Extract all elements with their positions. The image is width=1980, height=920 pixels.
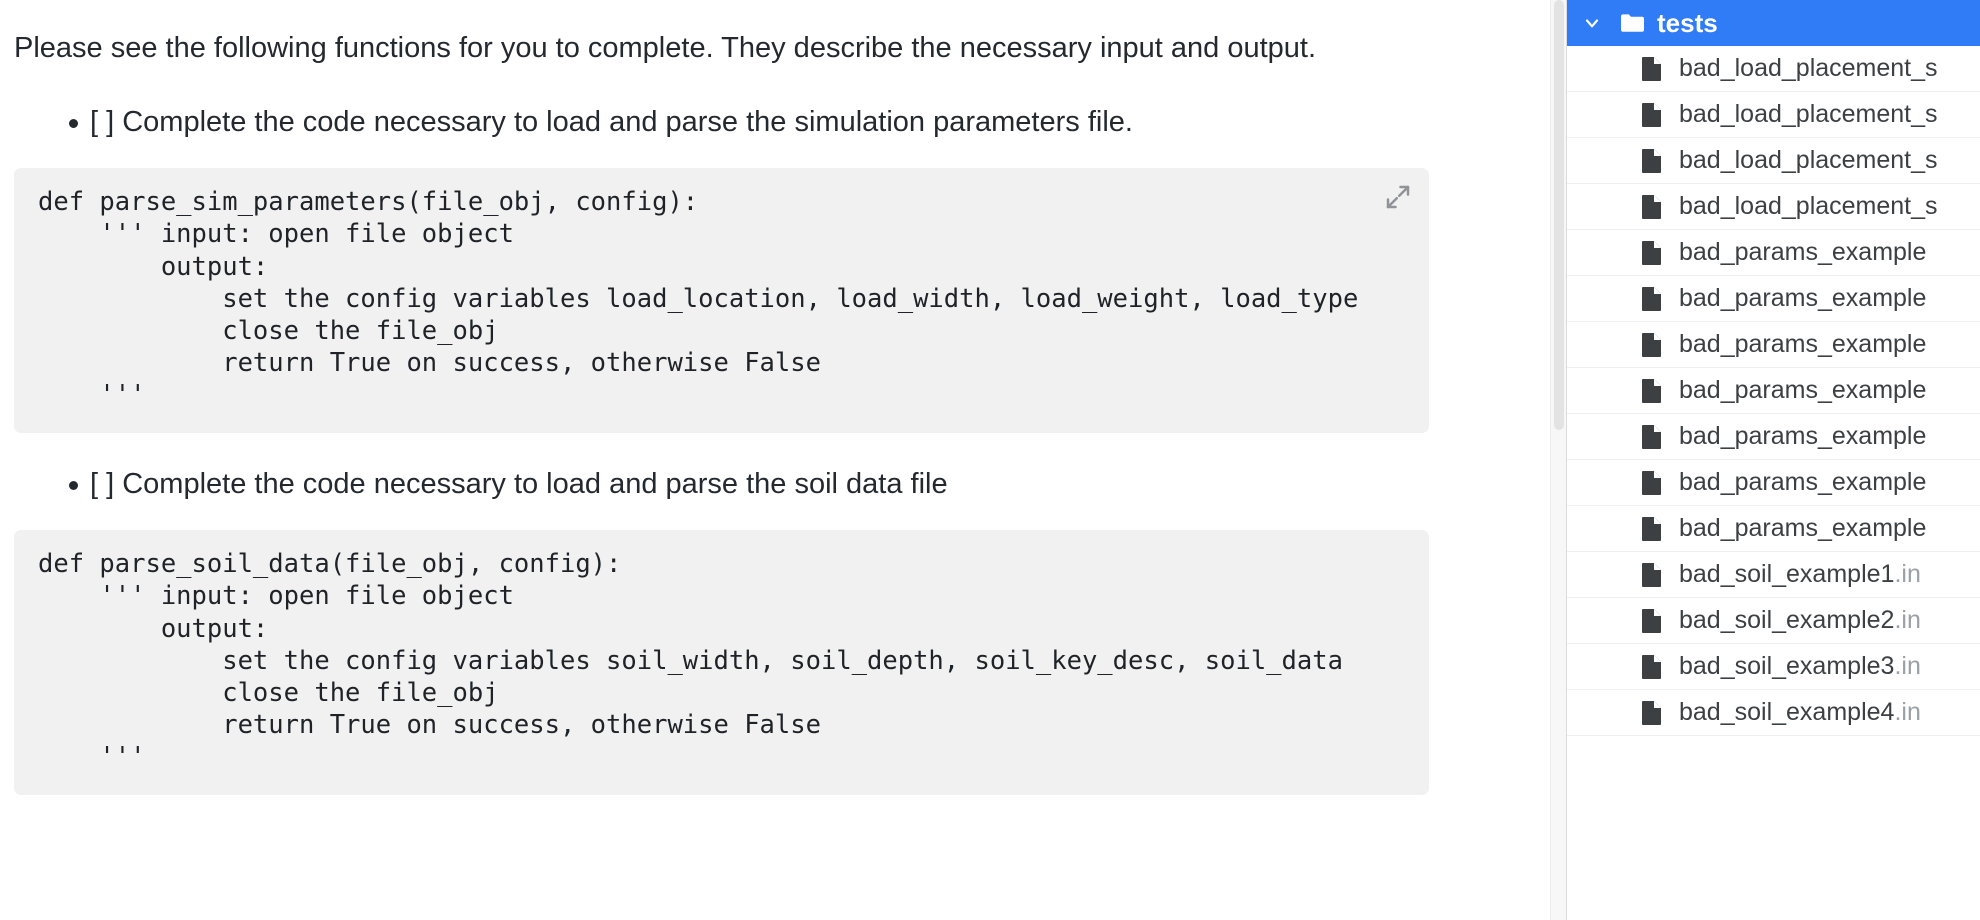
file-row[interactable]: bad_soil_example1.in: [1567, 552, 1980, 598]
code-block-parse-soil-data: def parse_soil_data(file_obj, config): '…: [14, 530, 1429, 796]
file-row[interactable]: bad_params_example: [1567, 368, 1980, 414]
task-list: [ ] Complete the code necessary to load …: [14, 103, 1420, 142]
file-name: bad_params_example: [1679, 422, 1927, 450]
file-icon: [1639, 700, 1665, 726]
file-row[interactable]: bad_params_example: [1567, 414, 1980, 460]
file-icon: [1639, 286, 1665, 312]
file-name: bad_load_placement_s: [1679, 192, 1938, 220]
expand-diagonal-icon[interactable]: [1383, 182, 1413, 212]
chevron-down-icon[interactable]: [1579, 10, 1605, 36]
file-icon: [1639, 470, 1665, 496]
vertical-scrollbar-thumb[interactable]: [1554, 0, 1564, 430]
folder-icon: [1619, 10, 1645, 36]
file-icon: [1639, 56, 1665, 82]
file-row[interactable]: bad_params_example: [1567, 460, 1980, 506]
file-name: bad_soil_example2.in: [1679, 606, 1921, 634]
file-extension: .in: [1894, 652, 1921, 680]
file-icon: [1639, 240, 1665, 266]
document-content: Please see the following functions for y…: [0, 28, 1429, 796]
task-list-2: [ ] Complete the code necessary to load …: [14, 465, 1420, 504]
file-icon: [1639, 194, 1665, 220]
file-icon: [1639, 562, 1665, 588]
file-extension: .in: [1894, 560, 1921, 588]
task-item-label: [ ] Complete the code necessary to load …: [90, 468, 948, 501]
folder-label: tests: [1657, 7, 1718, 38]
file-extension: .in: [1894, 698, 1921, 726]
file-icon: [1639, 654, 1665, 680]
task-item-label: [ ] Complete the code necessary to load …: [90, 106, 1133, 139]
file-row[interactable]: bad_params_example: [1567, 322, 1980, 368]
file-row[interactable]: bad_load_placement_s: [1567, 138, 1980, 184]
file-row[interactable]: bad_soil_example2.in: [1567, 598, 1980, 644]
file-name: bad_params_example: [1679, 468, 1927, 496]
code-text: def parse_soil_data(file_obj, config): '…: [38, 549, 1343, 773]
file-icon: [1639, 148, 1665, 174]
file-name: bad_params_example: [1679, 514, 1927, 542]
file-name: bad_params_example: [1679, 284, 1927, 312]
file-name: bad_params_example: [1679, 330, 1927, 358]
file-name: bad_soil_example4.in: [1679, 698, 1921, 726]
file-name: bad_load_placement_s: [1679, 146, 1938, 174]
file-row[interactable]: bad_soil_example3.in: [1567, 644, 1980, 690]
file-row[interactable]: bad_params_example: [1567, 276, 1980, 322]
intro-paragraph: Please see the following functions for y…: [14, 32, 1317, 64]
file-row[interactable]: bad_params_example: [1567, 506, 1980, 552]
file-name: bad_params_example: [1679, 238, 1927, 266]
vertical-scrollbar[interactable]: [1550, 0, 1566, 920]
file-name: bad_load_placement_s: [1679, 100, 1938, 128]
file-row[interactable]: bad_soil_example4.in: [1567, 690, 1980, 736]
folder-row-tests[interactable]: tests: [1567, 0, 1980, 46]
file-list: bad_load_placement_s bad_load_placement_s…: [1567, 46, 1980, 736]
task-item[interactable]: [ ] Complete the code necessary to load …: [14, 465, 1420, 504]
task-item[interactable]: [ ] Complete the code necessary to load …: [14, 103, 1420, 142]
file-name: bad_soil_example3.in: [1679, 652, 1921, 680]
file-row[interactable]: bad_load_placement_s: [1567, 92, 1980, 138]
file-row[interactable]: bad_params_example: [1567, 230, 1980, 276]
file-icon: [1639, 332, 1665, 358]
file-icon: [1639, 102, 1665, 128]
file-icon: [1639, 424, 1665, 450]
file-icon: [1639, 378, 1665, 404]
file-extension: .in: [1894, 606, 1921, 634]
document-pane: Please see the following functions for y…: [0, 0, 1566, 920]
file-name: bad_load_placement_s: [1679, 54, 1938, 82]
file-row[interactable]: bad_load_placement_s: [1567, 184, 1980, 230]
file-name: bad_params_example: [1679, 376, 1927, 404]
file-row[interactable]: bad_load_placement_s: [1567, 46, 1980, 92]
file-name: bad_soil_example1.in: [1679, 560, 1921, 588]
file-icon: [1639, 516, 1665, 542]
file-icon: [1639, 608, 1665, 634]
code-text: def parse_sim_parameters(file_obj, confi…: [38, 187, 1359, 411]
code-block-parse-sim-parameters: def parse_sim_parameters(file_obj, confi…: [14, 168, 1429, 434]
